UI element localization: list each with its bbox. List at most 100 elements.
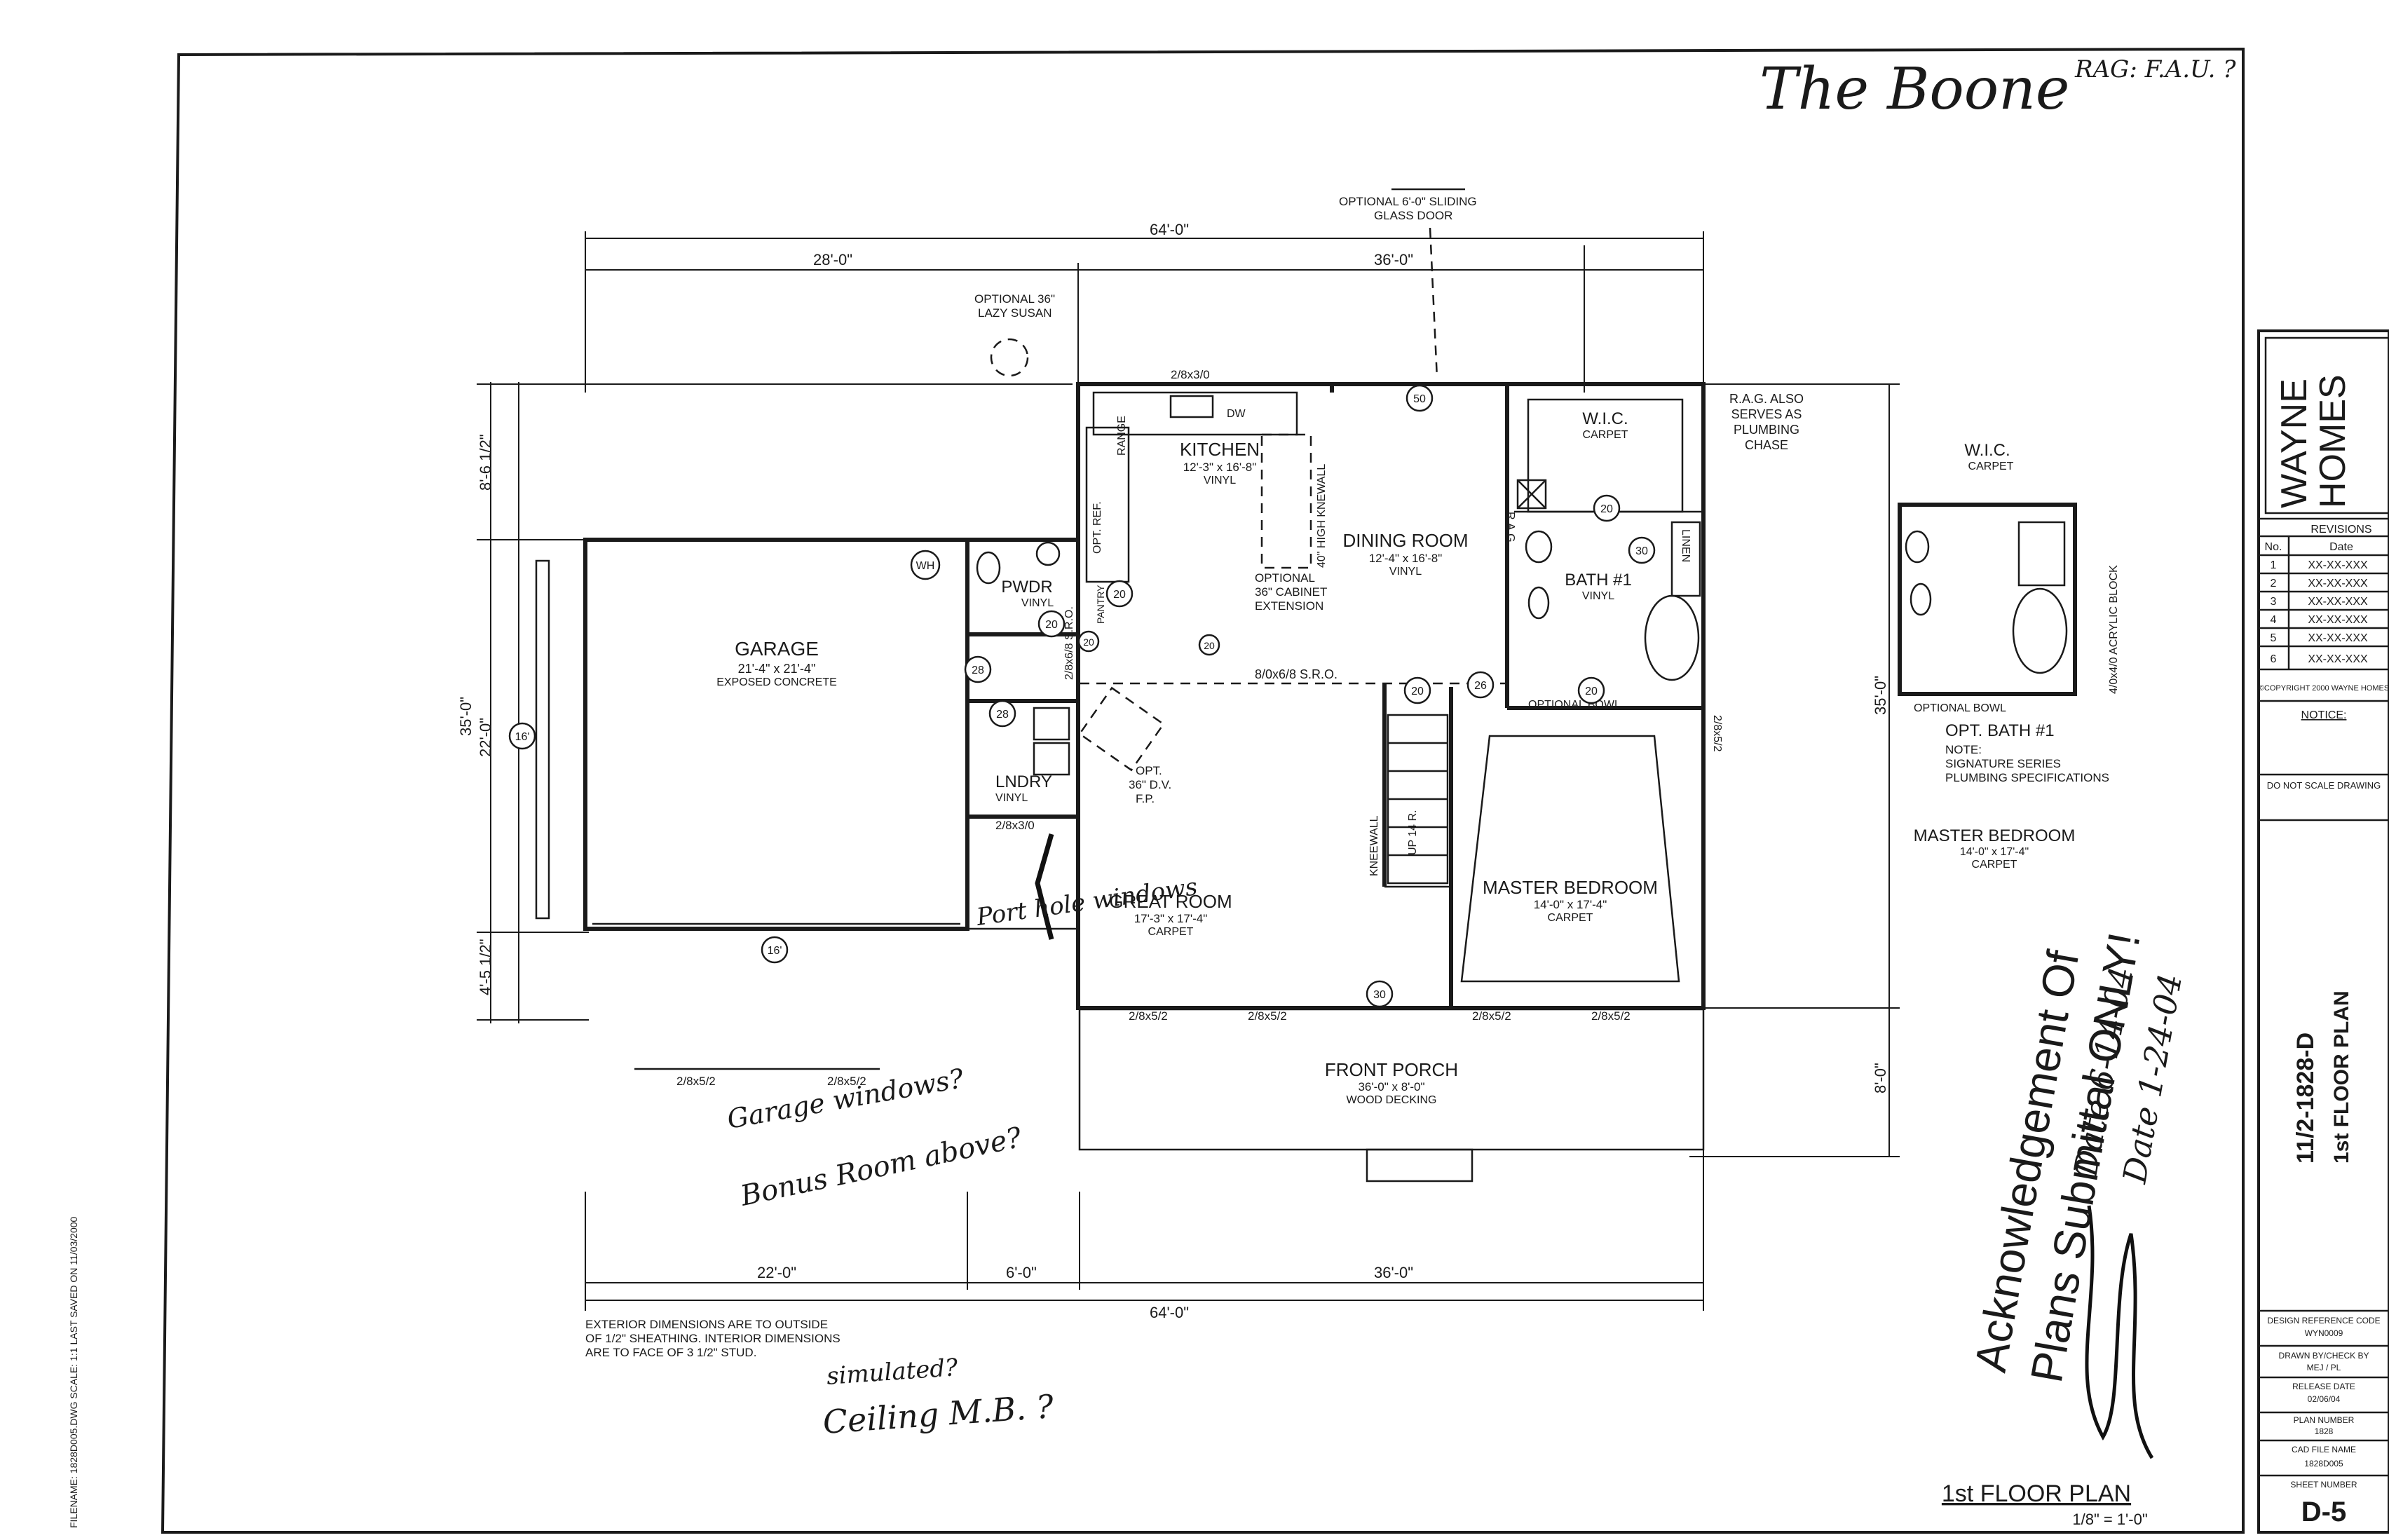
porch-step [1366, 1148, 1473, 1183]
rag-note-3: PLUMBING [1734, 423, 1799, 437]
lazy-susan-note-1: OPTIONAL 36" [974, 292, 1055, 306]
garage-size: 21'-4" x 21'-4" [738, 662, 816, 676]
sro-label: 8/0x6/8 S.R.O. [1255, 667, 1338, 681]
alt-master-name: MASTER BEDROOM [1914, 826, 2076, 845]
pwdr-walls [965, 538, 1080, 636]
sro-small-label: 2/8x6/8 S.R.O. [1063, 606, 1075, 680]
dw-label: DW [1227, 408, 1246, 420]
svg-text:XX-XX-XXX: XX-XX-XXX [2308, 578, 2368, 590]
svg-text:20: 20 [1204, 640, 1215, 651]
svg-text:28: 28 [972, 665, 984, 676]
alt-wic-floor: CARPET [1968, 461, 2014, 472]
alt-master-floor: CARPET [1972, 859, 2017, 871]
svg-text:20: 20 [1045, 619, 1058, 631]
alt-note-label: NOTE: [1945, 743, 1982, 756]
garage-walls [583, 538, 969, 931]
dim-left-mid: 22'-0" [477, 718, 494, 757]
alt-bath-walls [1898, 503, 2077, 696]
lazy-susan-note-2: LAZY SUSAN [978, 306, 1052, 320]
port-hole-marker [1035, 833, 1054, 940]
svg-text:4: 4 [2271, 614, 2277, 626]
signature-scribble [2085, 1205, 2154, 1459]
porch-size: 36'-0" x 8'-0" [1358, 1080, 1424, 1093]
dim-top-left: 28'-0" [813, 251, 852, 268]
garage-floor: EXPOSED CONCRETE [716, 676, 837, 688]
ext-dims-note-3: ARE TO FACE OF 3 1/2" STUD. [585, 1346, 756, 1359]
rag-chase-x2 [1517, 479, 1546, 509]
cabinet-note-2: 36" CABINET [1255, 585, 1327, 599]
master-name: MASTER BEDROOM [1483, 877, 1658, 898]
dining-size: 12'-4" x 16'-8" [1369, 552, 1443, 565]
alt-bath-title: OPT. BATH #1 [1945, 721, 2055, 740]
sheet-number-label: SHEET NUMBER [2290, 1480, 2357, 1490]
master-window-left: 2/8x5/2 [1472, 1009, 1511, 1023]
linen-closet [1670, 521, 1701, 597]
fp-note-1: OPT. [1136, 764, 1162, 777]
svg-text:6: 6 [2271, 653, 2277, 665]
washer-symbol [1033, 707, 1070, 741]
master-size: 14'-0" x 17'-4" [1534, 898, 1607, 911]
range-label: RANGE [1116, 416, 1128, 456]
hand-ceiling: Ceiling M.B. ? [822, 1387, 1055, 1441]
svg-text:XX-XX-XXX: XX-XX-XXX [2308, 614, 2368, 626]
dining-floor: VINYL [1389, 566, 1422, 578]
bath-toilet-symbol [1525, 530, 1553, 564]
opt-bowl-label: OPTIONAL BOWL [1528, 699, 1621, 711]
hand-garage-windows: Garage windows? [725, 1063, 967, 1135]
dim-left-overall: 35'-0" [457, 697, 475, 736]
dim-overall-top: 64'-0" [1150, 221, 1189, 238]
dimension-lines [477, 231, 1900, 1311]
handwritten-title-note: RAG: F.A.U. ? [2074, 55, 2236, 83]
svg-text:30: 30 [1635, 545, 1648, 557]
rag-note-2: SERVES AS [1731, 407, 1802, 421]
svg-text:30: 30 [1373, 989, 1386, 1001]
alt-note-line1: SIGNATURE SERIES [1945, 757, 2061, 770]
rev-col-date: Date [2329, 541, 2353, 553]
svg-text:XX-XX-XXX: XX-XX-XXX [2308, 596, 2368, 608]
alt-note-line2: PLUMBING SPECIFICATIONS [1945, 771, 2109, 784]
hand-simulated: simulated? [826, 1354, 959, 1391]
design-ref-value: WYN0009 [2305, 1328, 2343, 1338]
svg-text:XX-XX-XXX: XX-XX-XXX [2308, 632, 2368, 644]
svg-text:16': 16' [768, 945, 782, 957]
sheet-border [161, 47, 2245, 1534]
svg-text:20: 20 [1585, 686, 1598, 697]
garage-name: GARAGE [735, 638, 819, 660]
kitchen-counter-left [1085, 426, 1130, 583]
pwdr-sink-symbol [1035, 541, 1061, 566]
alt-master-size: 14'-0" x 17'-4" [1960, 846, 2029, 858]
rag-short-label: R.A.G. [1504, 512, 1516, 545]
master-side-window: 2/8x5/2 [1711, 715, 1723, 752]
dining-name: DINING ROOM [1342, 530, 1468, 551]
fp-note-3: F.P. [1136, 792, 1155, 805]
dim-bottom-mid: 6'-0" [1006, 1264, 1037, 1281]
plan-title: 1st FLOOR PLAN [2330, 990, 2353, 1164]
staircase-symbol [1387, 714, 1449, 885]
copyright-text: ©COPYRIGHT 2000 WAYNE HOMES [2259, 684, 2389, 693]
svg-text:20: 20 [1113, 589, 1126, 601]
alt-sink-symbol [1910, 582, 1932, 616]
kitchen-counter-top [1092, 391, 1298, 436]
master-floor: CARPET [1548, 912, 1593, 924]
kitchen-name: KITCHEN [1180, 439, 1260, 460]
svg-text:26: 26 [1474, 680, 1487, 692]
kneewall-label: 40" HIGH KNEWALL [1316, 464, 1328, 568]
lazy-susan-symbol [990, 338, 1029, 377]
title-block [2257, 329, 2389, 1534]
linen-label: LINEN [1680, 529, 1692, 562]
svg-text:20: 20 [1083, 636, 1094, 648]
bath-tub-symbol [1644, 594, 1700, 681]
svg-text:28: 28 [996, 709, 1009, 721]
alt-opt-bowl: OPTIONAL BOWL [1914, 702, 2006, 714]
handwritten-title: The Boone [1760, 56, 2069, 123]
great-size: 17'-3" x 17'-4" [1134, 912, 1208, 925]
rag-note-4: CHASE [1745, 438, 1788, 452]
great-window-right: 2/8x5/2 [1248, 1009, 1287, 1023]
plan-number-label: PLAN NUMBER [2294, 1415, 2355, 1425]
kitchen-floor: VINYL [1204, 475, 1236, 486]
water-heater-label: WH [916, 560, 935, 572]
cad-file-value: 1828D005 [2304, 1459, 2343, 1469]
kitchen-size: 12'-3" x 16'-8" [1183, 461, 1257, 474]
plan-scale: 1/8" = 1'-0" [2072, 1511, 2147, 1528]
